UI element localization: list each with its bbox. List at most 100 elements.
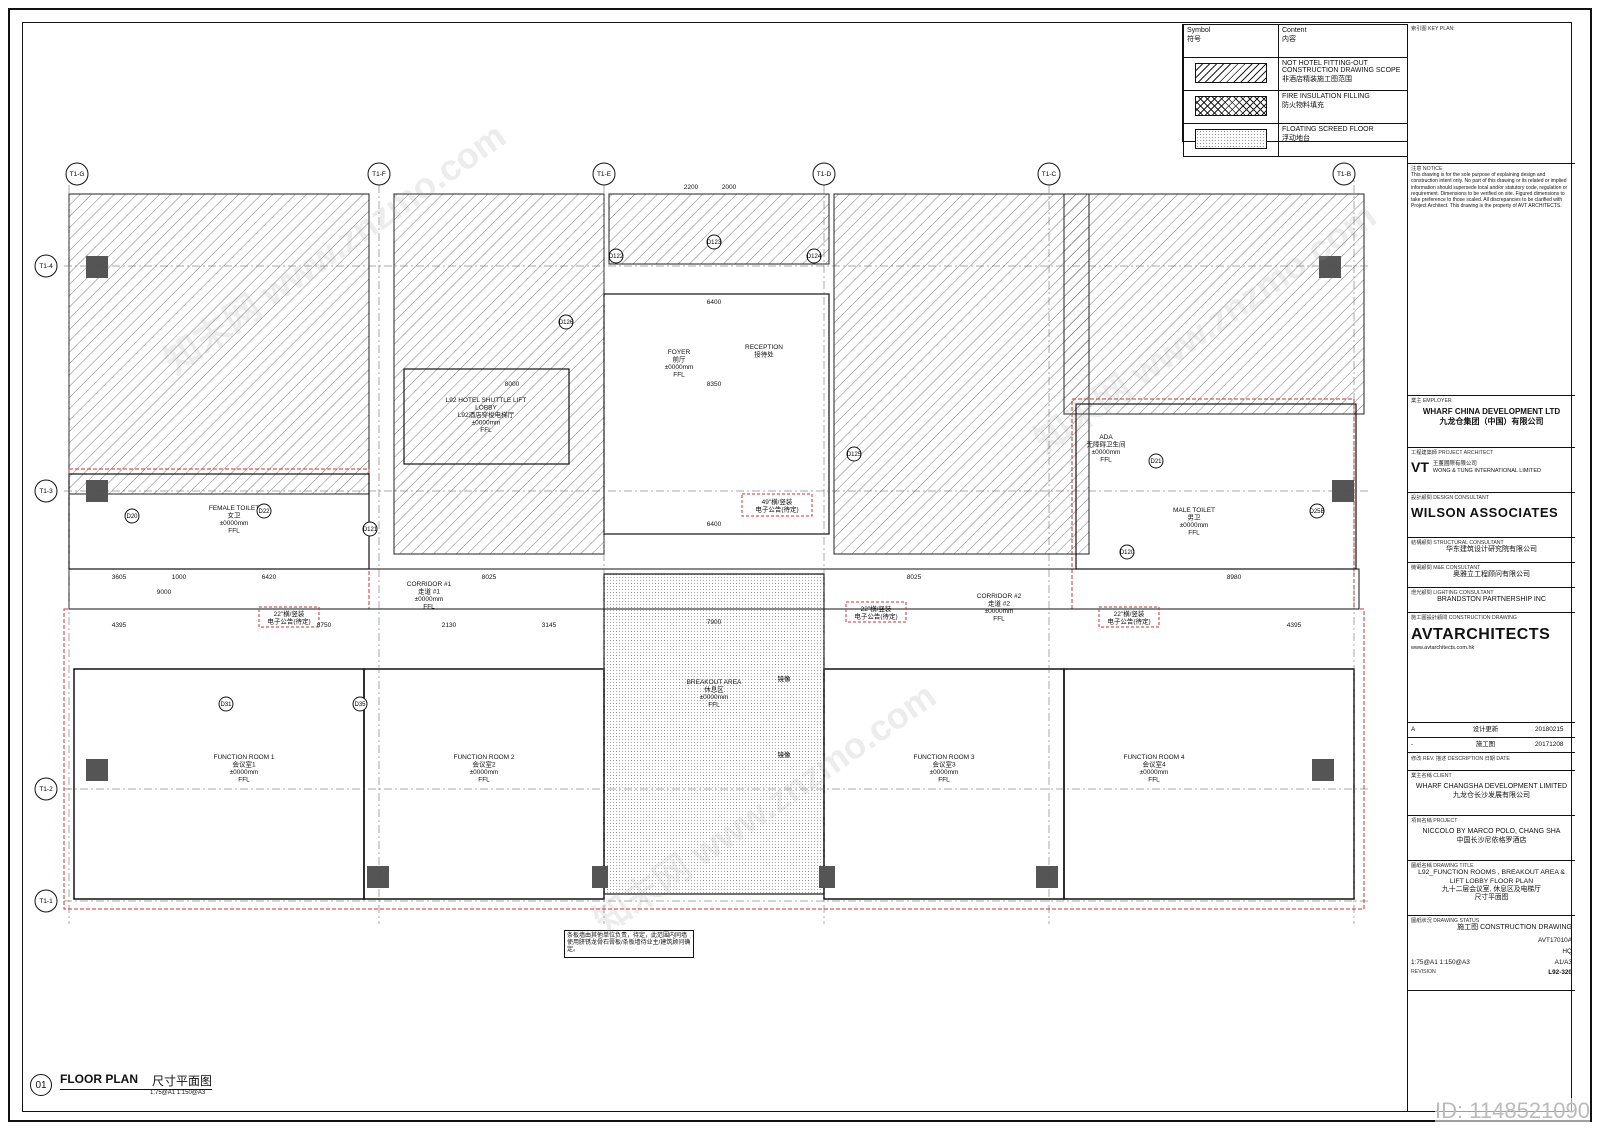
dim-text: 4395 — [1287, 622, 1302, 629]
dim-text: 3145 — [542, 622, 557, 629]
rev-desc: 设计更新 — [1472, 726, 1499, 734]
drawing-frame — [22, 22, 1572, 1112]
dim-text: 6400 — [707, 521, 722, 528]
key-plan-heading: 索引图 KEY PLAN: — [1411, 26, 1455, 32]
structural-consultant: 华东建筑设计研究院有限公司 — [1446, 546, 1537, 554]
door-tag: D125 — [847, 452, 862, 458]
revision-heading: REVISION — [1411, 969, 1436, 976]
client-heading: 業主名稱 CLIENT — [1411, 773, 1452, 779]
mirror-label: 镜像 — [778, 674, 792, 683]
door-tag: D21 — [1150, 459, 1162, 465]
client: WHARF CHANGSHA DEVELOPMENT LIMITED 九龙仓长沙… — [1415, 783, 1568, 799]
rev-date: 20171208 — [1535, 741, 1564, 749]
hatch-swatch — [1195, 63, 1267, 83]
dim-text: 2000 — [722, 184, 737, 191]
dim-text: 8025 — [907, 574, 922, 581]
grid-label: T1-G — [70, 171, 85, 178]
revision-row: - 施工图 20171208 — [1408, 738, 1575, 753]
door-tag: D22 — [258, 509, 270, 515]
plan-number: 01 — [30, 1074, 52, 1096]
legend-row: FIRE INSULATION FILLING 防火物料填充 — [1278, 90, 1408, 124]
notice-heading: 注意 NOTICE — [1411, 166, 1443, 172]
function-room-3 — [823, 668, 1065, 900]
project-heading: 項目名稱 PROJECT — [1411, 818, 1458, 824]
design-heading: 設計顧問 DESIGN CONSULTANT — [1411, 495, 1489, 501]
grid-label: T1-1 — [39, 898, 53, 905]
hatched-zone-left — [68, 193, 370, 495]
paper-size: A1/A3 — [1554, 958, 1572, 966]
door-tag: D122 — [609, 254, 624, 260]
dim-text: 8750 — [317, 622, 332, 629]
function-room-4 — [1063, 668, 1355, 900]
floor-plan: T1-G T1-F T1-E T1-D T1-C T1-B T1-4 T1-3 … — [34, 162, 1369, 958]
door-tag: D35 — [354, 702, 366, 708]
mep-heading: 機電顧問 M&E CONSULTANT — [1411, 565, 1481, 571]
hatched-zone-stairs — [833, 193, 1090, 555]
dim-text: 8350 — [707, 381, 722, 388]
note-text: 49"横/竖装电子公告(待定) — [755, 497, 798, 514]
note-text: 22"横/竖装电子公告(待定) — [1107, 609, 1150, 626]
grid-label: T1-D — [817, 171, 832, 178]
legend-row: NOT HOTEL FITTING-OUT CONSTRUCTION DRAWI… — [1278, 57, 1408, 91]
grid-label: T1-4 — [39, 263, 53, 270]
plan-title: 01 FLOOR PLAN 尺寸平面图 1:75@A1 1:150@A3 — [30, 1072, 213, 1096]
mep-consultant: 奥雅立工程顾问有限公司 — [1453, 571, 1530, 579]
plan-scale: 1:75@A1 1:150@A3 — [150, 1090, 206, 1096]
door-tag: D20 — [126, 514, 138, 520]
door-tag: D124 — [807, 254, 822, 260]
grid-label: T1-B — [1337, 171, 1351, 178]
avt-url: www.avtarchitects.com.hk — [1411, 644, 1475, 651]
lighting-consultant: BRANDSTON PARTNERSHIP INC — [1437, 596, 1546, 604]
grid-bubbles-top: T1-G T1-F T1-E T1-D T1-C T1-B — [65, 162, 1356, 186]
notice-text: This drawing is for the sole purpose of … — [1411, 172, 1568, 209]
drawing-status: 施工图 CONSTRUCTION DRAWING — [1457, 924, 1572, 932]
hatched-zone-right — [1063, 193, 1365, 415]
job-number: AVT17010A — [1538, 936, 1572, 944]
dim-text: 8025 — [482, 574, 497, 581]
checked-by: HQ — [1562, 947, 1572, 955]
grid-label: T1-C — [1042, 171, 1057, 178]
architect-heading: 工程建築師 PROJECT ARCHITECT — [1411, 450, 1494, 456]
grid-label: T1-3 — [39, 488, 53, 495]
door-tag: D31 — [220, 702, 232, 708]
project: NICCOLO BY MARCO POLO, CHANG SHA 中国长沙尼依格… — [1422, 828, 1561, 844]
wt-logo-icon: VT — [1411, 459, 1429, 476]
rev-id: - — [1411, 741, 1414, 749]
grid-label: T1-2 — [39, 786, 53, 793]
revision-row: A 设计更新 20180215 — [1408, 723, 1575, 738]
legend-row: FLOATING SCREED FLOOR 浮动地台 — [1278, 123, 1408, 157]
wall-note: 条板墙由其他单位负责，待定，此范围内同墙使用脐锈龙骨石膏板/条板墙待业主/建筑顾… — [564, 930, 694, 958]
drawing-number: L92-320 — [1548, 969, 1572, 977]
dim-text: 7900 — [707, 619, 722, 626]
mirror-label: 镜像 — [778, 750, 792, 759]
title-block: 索引图 KEY PLAN: 注意 NOTICE This drawing is … — [1407, 24, 1575, 1112]
note-text: 22"横/竖装电子公告(待定) — [267, 609, 310, 626]
dim-text: 4395 — [112, 622, 127, 629]
id-watermark: ID: 1148521090 — [1435, 1098, 1590, 1124]
door-tag: D123 — [707, 240, 722, 246]
cd-heading: 施工圖設計顧問 CONSTRUCTION DRAWING — [1411, 615, 1517, 621]
legend-content-header: Content 内容 — [1278, 24, 1408, 58]
structural-heading: 結構顧問 STRUCTURAL CONSULTANT — [1411, 540, 1504, 546]
legend-symbol-header: Symbol 符号 — [1183, 24, 1279, 58]
hatched-zone-top-center — [608, 193, 830, 265]
breakout-area — [603, 573, 825, 895]
dim-text: 6420 — [262, 574, 277, 581]
door-tag: D25B — [1309, 509, 1324, 515]
door-tag: D126 — [559, 320, 574, 326]
lighting-heading: 燈光顧問 LIGHTING CONSULTANT — [1411, 590, 1494, 596]
employer-heading: 業主 EMPLOYER — [1411, 398, 1452, 404]
architect: VT 王董國際有限公司 WONG & TUNG INTERNATIONAL LI… — [1411, 459, 1572, 476]
dim-text: 2130 — [442, 622, 457, 629]
dot-swatch — [1195, 129, 1267, 149]
crosshatch-swatch — [1195, 96, 1267, 116]
